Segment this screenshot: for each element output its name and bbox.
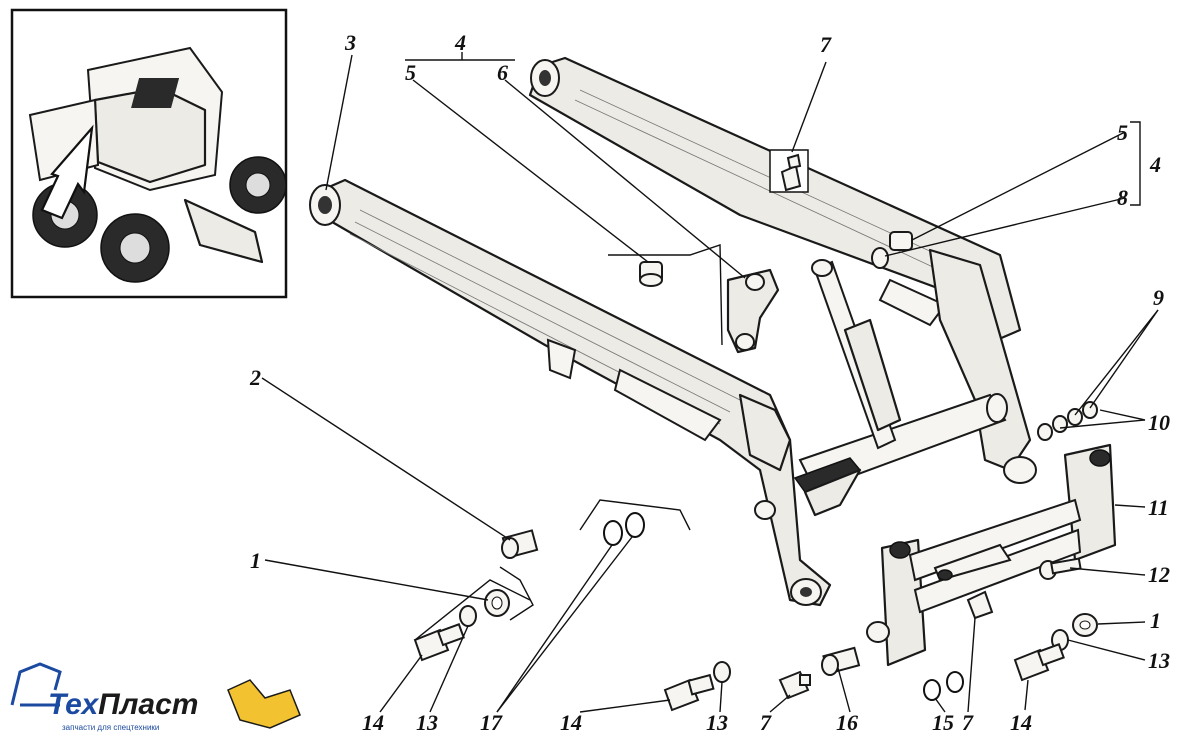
bushing-part-5 <box>889 231 913 251</box>
callout-8: 8 <box>1117 185 1128 210</box>
cab-roof-grille <box>131 78 180 108</box>
washer-part-1 <box>1072 613 1098 637</box>
callout-10: 10 <box>1148 410 1170 435</box>
callout-4: 4 <box>454 30 466 55</box>
front-lift-arm <box>309 178 832 607</box>
callout-17: 17 <box>480 710 503 735</box>
callout-15: 15 <box>932 710 954 735</box>
callout-14: 14 <box>362 710 384 735</box>
loader-frame-assembly <box>309 56 1117 667</box>
o-ring-part-17 <box>603 512 645 546</box>
bolt-part-12 <box>1039 557 1082 580</box>
callout-5: 5 <box>405 60 416 85</box>
bolt-part-14 <box>663 673 715 712</box>
callout-13: 13 <box>706 710 728 735</box>
callout-2: 2 <box>249 365 261 390</box>
locator-arrow-icon <box>40 124 94 220</box>
bracket-part-6 <box>726 268 780 354</box>
washer-part-1 <box>484 589 510 617</box>
bolt-part-14 <box>413 623 465 662</box>
washer-set-part-9-10 <box>1037 401 1098 441</box>
callout-3: 3 <box>344 30 356 55</box>
svg-text:ТехПласт: ТехПласт <box>48 688 198 721</box>
grease-fitting-part-7 <box>769 149 809 193</box>
bolt-part-14 <box>1013 643 1065 682</box>
leader-lines <box>261 52 1159 713</box>
logo-tagline: запчасти для спецтехники <box>62 723 159 732</box>
grease-fitting-part-7 <box>966 590 994 620</box>
hydraulic-cylinder <box>811 259 902 450</box>
pin-part-2 <box>501 529 539 559</box>
callout-labels: 3 4 5 6 7 5 4 8 9 10 11 12 1 13 14 15 7 … <box>249 30 1170 735</box>
callout-14: 14 <box>1010 710 1032 735</box>
callout-14: 14 <box>560 710 582 735</box>
step-plate <box>793 457 862 517</box>
o-ring-part-15 <box>923 671 964 701</box>
callout-16: 16 <box>836 710 858 735</box>
spring-washer-part-13 <box>713 661 731 683</box>
callout-9: 9 <box>1153 285 1164 310</box>
tractor-wheel <box>229 156 287 214</box>
spring-washer-part-13 <box>459 605 477 627</box>
callout-11: 11 <box>1148 495 1169 520</box>
quick-hitch-carriage <box>866 443 1117 667</box>
logo-brand-part1: Тех <box>48 688 99 721</box>
callout-12: 12 <box>1148 562 1170 587</box>
callout-7: 7 <box>760 710 772 735</box>
excavator-outline-icon <box>10 662 62 707</box>
pin-part-16 <box>821 646 861 676</box>
callout-13: 13 <box>1148 648 1170 673</box>
tractor-wheel <box>100 213 170 283</box>
rear-lift-arm <box>528 56 1022 347</box>
callout-7: 7 <box>962 710 974 735</box>
bushing-part-5 <box>639 261 663 287</box>
callout-5: 5 <box>1117 120 1128 145</box>
seal-part-8 <box>871 247 889 269</box>
loader-bucket-icon <box>227 679 301 729</box>
callout-7: 7 <box>820 32 832 57</box>
tractor-locator-inset <box>10 8 288 299</box>
grease-fitting-part-7 <box>778 670 811 700</box>
logo-brand-part2: Пласт <box>98 688 198 721</box>
callout-13: 13 <box>416 710 438 735</box>
callout-6: 6 <box>497 60 508 85</box>
callout-1: 1 <box>250 548 261 573</box>
texplast-logo: ТехПласт запчасти для спецтехники <box>10 662 301 732</box>
callout-4: 4 <box>1149 152 1161 177</box>
callout-1: 1 <box>1150 608 1161 633</box>
